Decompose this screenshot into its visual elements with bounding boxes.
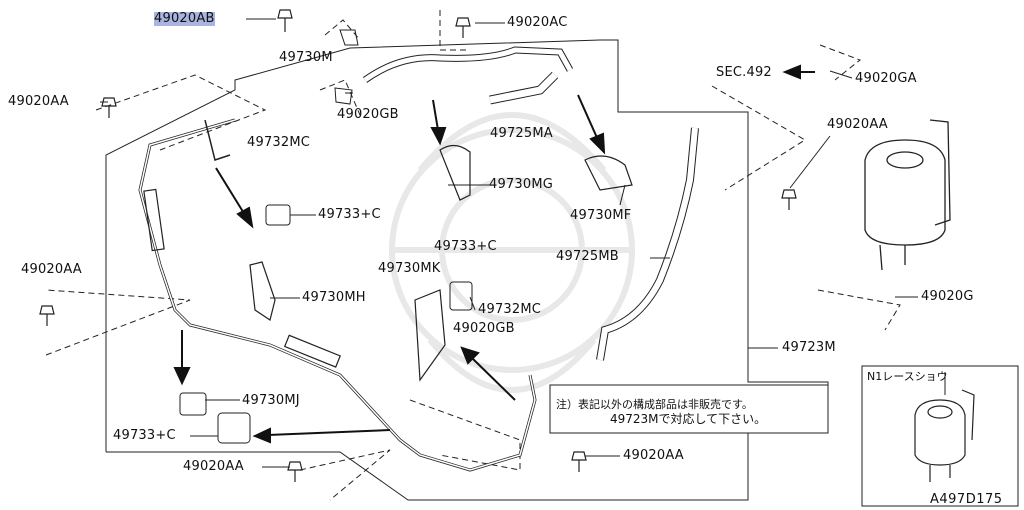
label-49730mg: 49730MG xyxy=(489,177,554,192)
label-49725mb: 49725MB xyxy=(556,249,619,264)
label-49730m: 49730M xyxy=(279,50,333,65)
inset-title: N1レースショウ xyxy=(867,370,948,383)
label-49730mf: 49730MF xyxy=(570,208,632,223)
label-49020aa-right: 49020AA xyxy=(827,117,888,132)
label-sec492: SEC.492 xyxy=(716,65,772,80)
inset-box xyxy=(861,365,1019,507)
label-49733c-top: 49733+C xyxy=(318,207,381,222)
label-49732mc-top: 49732MC xyxy=(247,135,311,150)
label-49020aa-bottom: 49020AA xyxy=(183,459,244,474)
reservoir-tank xyxy=(864,119,951,271)
note-box xyxy=(549,384,829,434)
label-49733c-mid: 49733+C xyxy=(434,239,497,254)
label-49730mh: 49730MH xyxy=(302,290,366,305)
label-49732mc-mid: 49732MC xyxy=(478,302,542,317)
label-49020ga: 49020GA xyxy=(855,71,917,86)
label-49020aa-midleft: 49020AA xyxy=(21,262,82,277)
watermark xyxy=(389,112,635,393)
label-49723m: 49723M xyxy=(782,340,836,355)
label-49733c-bottom: 49733+C xyxy=(113,428,176,443)
label-49020gb-mid: 49020GB xyxy=(453,321,515,336)
label-49020gb-top: 49020GB xyxy=(337,107,399,122)
note-line-2: 49723Mで対応して下さい。 xyxy=(610,412,767,426)
outline-border xyxy=(105,39,829,501)
label-49730mk: 49730MK xyxy=(378,261,441,276)
diagram-code: A497D175 xyxy=(930,492,1003,507)
label-49020ab: 49020AB xyxy=(154,11,215,26)
label-49020aa-bottom2: 49020AA xyxy=(623,448,684,463)
label-49020ac: 49020AC xyxy=(507,15,568,30)
label-49725ma: 49725MA xyxy=(490,126,553,141)
note-line-1: 注）表記以外の構成部品は非販売です。 xyxy=(556,398,753,411)
label-49730mj: 49730MJ xyxy=(242,393,300,408)
inset-tank xyxy=(914,389,975,482)
label-49020aa-left: 49020AA xyxy=(8,94,69,109)
label-49020g: 49020G xyxy=(921,289,974,304)
